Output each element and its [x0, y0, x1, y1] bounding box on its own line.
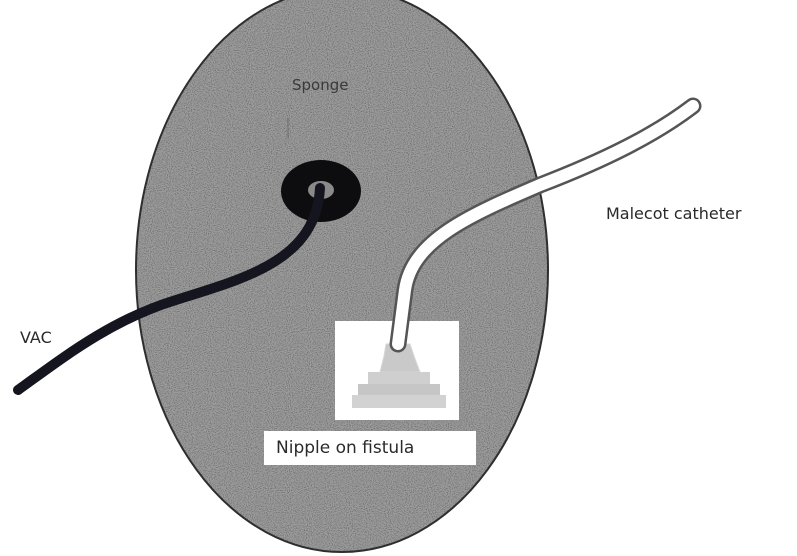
malecot-catheter-label: Malecot catheter	[606, 206, 741, 222]
sponge-label: Sponge	[292, 78, 348, 93]
vac-label: VAC	[20, 330, 52, 346]
nipple-on-fistula-label: Nipple on fistula	[264, 431, 476, 465]
